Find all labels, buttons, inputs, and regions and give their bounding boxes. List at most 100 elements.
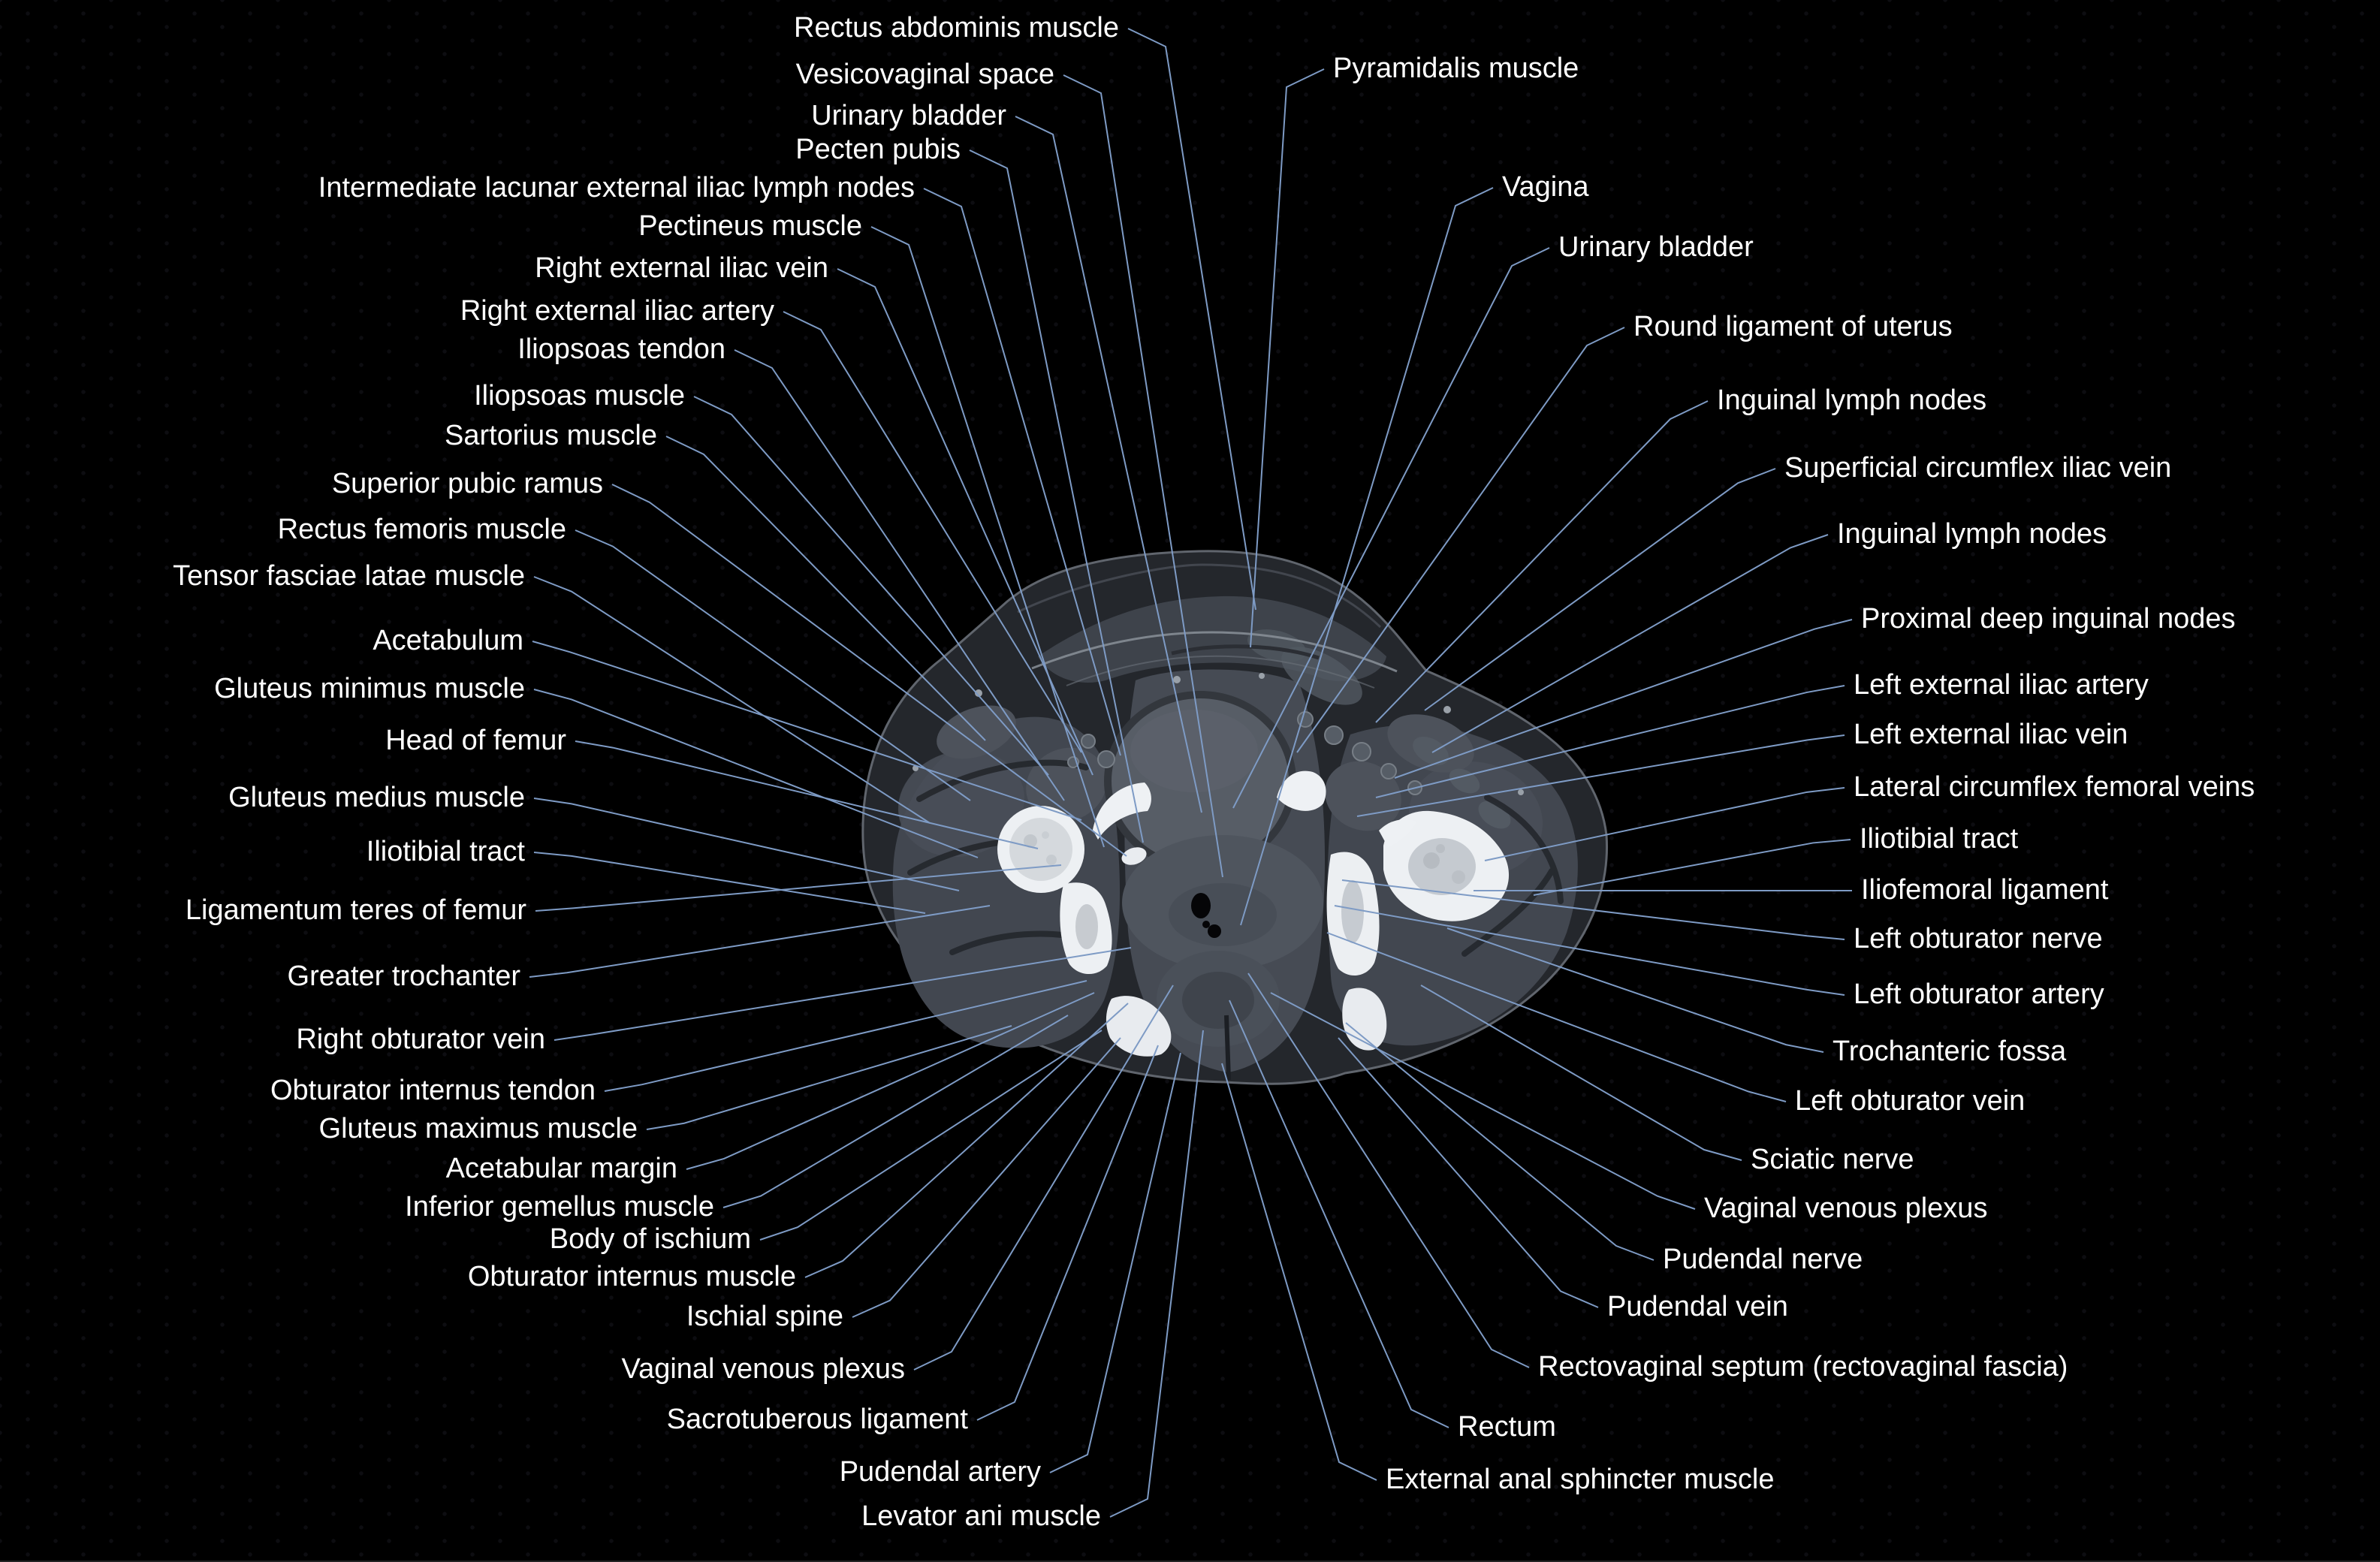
leader-line <box>533 576 931 824</box>
leader-line <box>837 268 1093 776</box>
leader-line <box>575 740 1039 849</box>
leader-line <box>1063 74 1223 878</box>
leader-line <box>1394 619 1853 779</box>
leader-line <box>529 905 991 978</box>
anatomy-label: Gluteus minimus muscle <box>214 673 525 705</box>
leader-line <box>870 226 1105 848</box>
anatomy-label: Sartorius muscle <box>445 420 657 452</box>
leader-line <box>1334 905 1845 996</box>
leader-line <box>1232 247 1550 809</box>
leader-line <box>804 1003 1129 1278</box>
leader-line <box>686 992 1095 1170</box>
leader-line <box>533 798 960 891</box>
anatomy-label: Vagina <box>1502 171 1589 204</box>
anatomy-label: Greater trochanter <box>287 960 520 993</box>
leader-line <box>1446 927 1824 1053</box>
leader-line <box>722 1015 1069 1208</box>
leader-line <box>976 1045 1159 1421</box>
leader-line <box>1326 932 1787 1102</box>
leader-line <box>734 349 1065 801</box>
anatomy-label: Obturator internus muscle <box>467 1261 796 1293</box>
anatomy-label: Left obturator nerve <box>1854 923 2103 955</box>
anatomy-label: Proximal deep inguinal nodes <box>1861 603 2236 635</box>
leader-line <box>1375 400 1709 723</box>
ct-body <box>861 550 1609 1085</box>
leader-line <box>1250 68 1325 648</box>
anatomy-label: Right obturator vein <box>296 1024 545 1056</box>
anatomy-label: Obturator internus tendon <box>270 1075 596 1107</box>
anatomy-label: Tensor fasciae latae muscle <box>173 560 525 593</box>
anatomy-label: Left external iliac vein <box>1854 719 2128 751</box>
anatomy-label: Urinary bladder <box>811 100 1006 132</box>
leader-line <box>783 311 1082 753</box>
leader-line <box>1109 1030 1204 1518</box>
leader-line <box>1221 1063 1377 1481</box>
leader-line <box>604 980 1087 1092</box>
leader-line <box>533 852 926 914</box>
anatomy-label: Rectus femoris muscle <box>277 514 566 546</box>
anatomy-label: Trochanteric fossa <box>1833 1036 2067 1068</box>
anatomy-label: Acetabular margin <box>445 1153 677 1185</box>
anatomy-label: Pecten pubis <box>795 134 961 166</box>
leader-line <box>1270 992 1696 1210</box>
anatomy-label: Iliofemoral ligament <box>1861 874 2109 906</box>
anatomy-label: Iliotibial tract <box>366 836 525 868</box>
anatomy-label: Intermediate lacunar external iliac lymp… <box>318 172 915 204</box>
anatomy-label: Right external iliac vein <box>535 252 828 285</box>
leader-line <box>611 484 1127 857</box>
leader-line <box>1240 187 1494 926</box>
anatomy-label: Rectus abdominis muscle <box>794 12 1119 44</box>
anatomy-label: Pudendal vein <box>1607 1291 1788 1323</box>
leader-line <box>693 396 1049 776</box>
anatomy-label: Vesicovaginal space <box>795 59 1054 91</box>
anatomy-label: Gluteus medius muscle <box>228 782 525 814</box>
anatomy-label: Pudendal artery <box>839 1456 1041 1488</box>
anatomy-label: Levator ani muscle <box>861 1500 1101 1533</box>
anatomy-label: Gluteus maximus muscle <box>318 1113 638 1145</box>
leader-line <box>1127 28 1256 611</box>
leader-line <box>1338 1037 1599 1308</box>
anatomy-label: Acetabulum <box>373 625 523 657</box>
leader-line <box>923 188 1121 756</box>
leader-line <box>1533 839 1851 896</box>
leader-line <box>1341 879 1845 940</box>
anatomy-label: Urinary bladder <box>1558 231 1754 264</box>
leader-line <box>1356 734 1845 817</box>
leader-line <box>646 1025 1012 1130</box>
leader-line <box>1431 534 1829 753</box>
anatomy-label: Left obturator vein <box>1795 1085 2026 1117</box>
anatomy-label: Rectovaginal septum (rectovaginal fascia… <box>1538 1351 2068 1383</box>
anatomy-label: Iliotibial tract <box>1860 823 2019 855</box>
leader-line <box>1049 1052 1181 1473</box>
leader-line <box>1345 1022 1655 1261</box>
anatomy-label: Sacrotuberous ligament <box>666 1404 968 1436</box>
anatomy-label: Head of femur <box>385 725 566 757</box>
anatomy-label: Ischial spine <box>686 1301 843 1333</box>
leader-line <box>852 1037 1121 1318</box>
anatomy-label: Inguinal lymph nodes <box>1717 384 1987 417</box>
leader-line <box>759 1030 1103 1241</box>
anatomy-label: Inguinal lymph nodes <box>1837 518 2107 550</box>
anatomy-label: Vaginal venous plexus <box>621 1353 905 1386</box>
leader-line <box>1375 685 1845 798</box>
anatomy-label: Body of ischium <box>549 1223 751 1256</box>
anatomy-label: External anal sphincter muscle <box>1386 1464 1775 1496</box>
leader-line <box>1484 787 1845 861</box>
leader-line <box>665 436 986 741</box>
leader-line <box>913 985 1174 1371</box>
anatomy-label: Pyramidalis muscle <box>1333 53 1579 85</box>
anatomy-label: Ligamentum teres of femur <box>185 894 526 927</box>
anatomy-label: Rectum <box>1458 1411 1556 1443</box>
leader-line <box>1229 1000 1449 1428</box>
anatomy-label: Iliopsoas tendon <box>517 333 725 366</box>
leader-line <box>969 149 1144 843</box>
leader-line <box>1420 985 1742 1161</box>
leader-line <box>1296 327 1625 753</box>
leader-line <box>575 529 971 801</box>
anatomy-label: Iliopsoas muscle <box>474 380 685 412</box>
anatomy-label: Pectineus muscle <box>638 210 862 243</box>
leader-line <box>533 689 979 858</box>
anatomy-label: Superficial circumflex iliac vein <box>1784 452 2172 484</box>
